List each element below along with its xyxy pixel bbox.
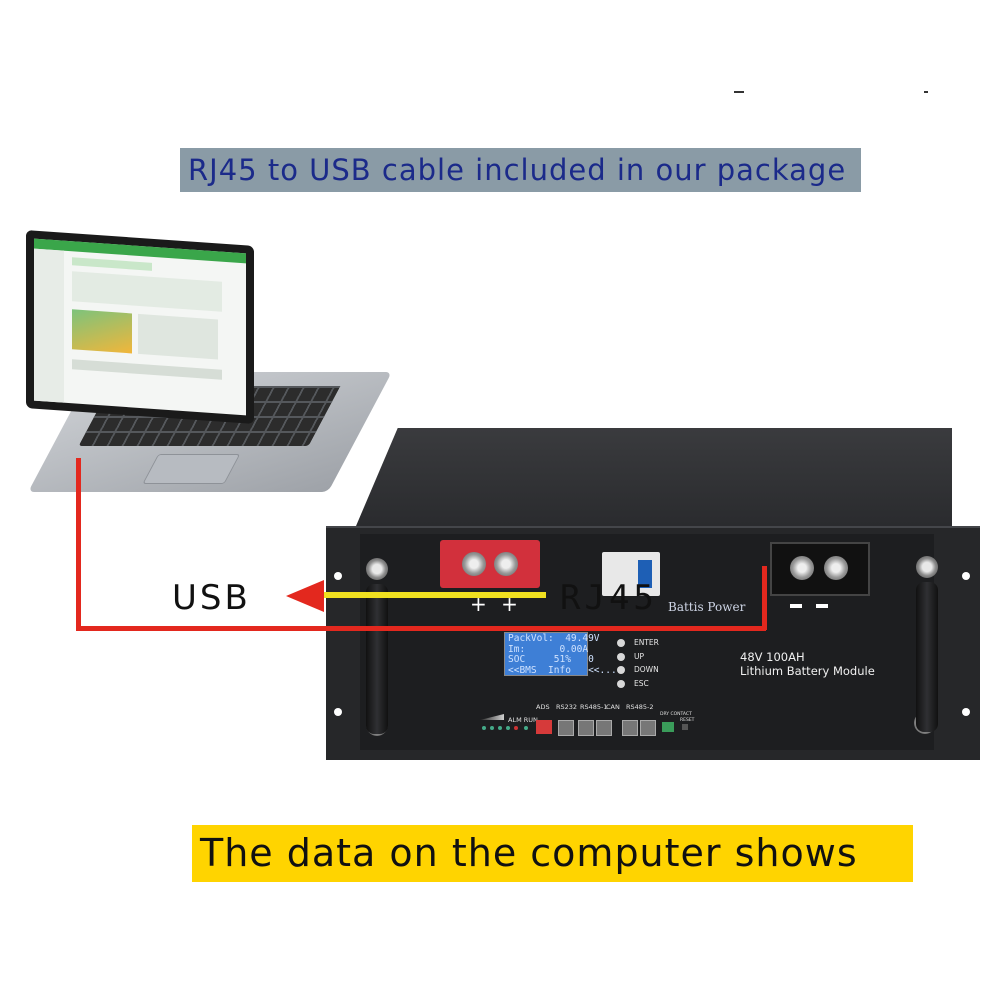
usb-cable-vertical [76,458,81,630]
breaker-switch[interactable] [638,560,652,588]
usb-label: USB [172,578,251,618]
up-button[interactable] [617,653,625,661]
ads-dip-switch[interactable] [536,720,552,734]
ads-label: ADS [536,703,550,711]
app-panel [72,271,222,312]
rs232-port[interactable] [558,720,574,736]
dry-contact-label: DRY CONTACT [660,712,692,717]
model-voltage-capacity: 48V 100AH [740,650,805,664]
app-header-bar [34,238,246,264]
down-button[interactable] [617,666,625,674]
usb-arrow-icon [286,580,324,612]
terminal-screw-icon [790,556,814,580]
positive-terminal [440,540,540,588]
rack-bolt-icon [916,556,938,578]
enter-button[interactable] [617,639,625,647]
alarm-led [514,726,518,730]
esc-button-label: ESC [634,679,649,688]
rj45-cable [320,592,546,598]
top-banner: RJ45 to USB cable included in our packag… [180,148,861,192]
app-panel [72,257,152,271]
terminal-screw-icon [462,552,486,576]
rack-ear-hole [962,572,970,580]
dry-contact-connector[interactable] [662,722,674,732]
rack-bolt-icon [366,558,388,580]
terminal-screw-icon [494,552,518,576]
rs485-2-label: RS485-2 [626,703,654,711]
rack-ear-hole [334,572,342,580]
run-led [524,726,528,730]
right-handle [916,582,938,732]
laptop-display [34,238,246,416]
lcd-line: SOC 51% 0 [508,654,594,665]
laptop [0,0,392,492]
rs485-1-port[interactable] [578,720,594,736]
negative-sign-mark [816,604,828,608]
usb-cable-horizontal [76,626,766,631]
negative-sign-mark [790,604,802,608]
capacity-indicator [480,714,504,720]
brand-name: Battis Power [668,600,746,614]
reset-button[interactable] [682,724,688,730]
up-button-label: UP [634,652,645,661]
status-led [482,726,486,730]
enter-button-label: ENTER [634,638,659,647]
status-led [498,726,502,730]
circuit-breaker[interactable] [602,552,660,596]
lcd-line: Im: 0.00A [508,643,589,655]
lcd-line: PackVol: 49.49V [508,633,600,644]
rs485-1-label: RS485-1 [580,703,608,711]
rack-ear-hole [962,708,970,716]
status-led [506,726,510,730]
top-mark-right [924,91,928,93]
rj45-label: RJ45 [560,578,658,618]
alm-run-label: ALM RUN [508,716,538,724]
usb-cable-riser [762,566,767,630]
left-handle [366,584,388,734]
top-mark-left [734,91,744,93]
app-sidebar [34,248,64,403]
brand-logo: Battis Power [668,600,745,614]
down-button-label: DOWN [634,665,659,674]
laptop-touchpad [142,454,241,484]
app-chart [72,309,132,354]
app-panel [138,313,218,360]
laptop-screen [26,230,254,424]
rs485-2-port-b[interactable] [640,720,656,736]
bottom-banner: The data on the computer shows [192,825,913,882]
reset-label: RESET [680,718,695,723]
app-footer [72,359,222,380]
negative-terminal [770,542,870,596]
battery-top-cover [356,428,952,526]
terminal-screw-icon [824,556,848,580]
status-led [490,726,494,730]
rack-ear-hole [334,708,342,716]
lcd-line: <<BMS Info <<... [508,664,617,676]
rs232-label: RS232 [556,703,578,711]
model-label: 48V 100AH Lithium Battery Module [740,650,875,678]
model-description: Lithium Battery Module [740,664,875,678]
esc-button[interactable] [617,680,625,688]
can-label: CAN [606,703,620,711]
can-port[interactable] [596,720,612,736]
rs485-2-port-a[interactable] [622,720,638,736]
